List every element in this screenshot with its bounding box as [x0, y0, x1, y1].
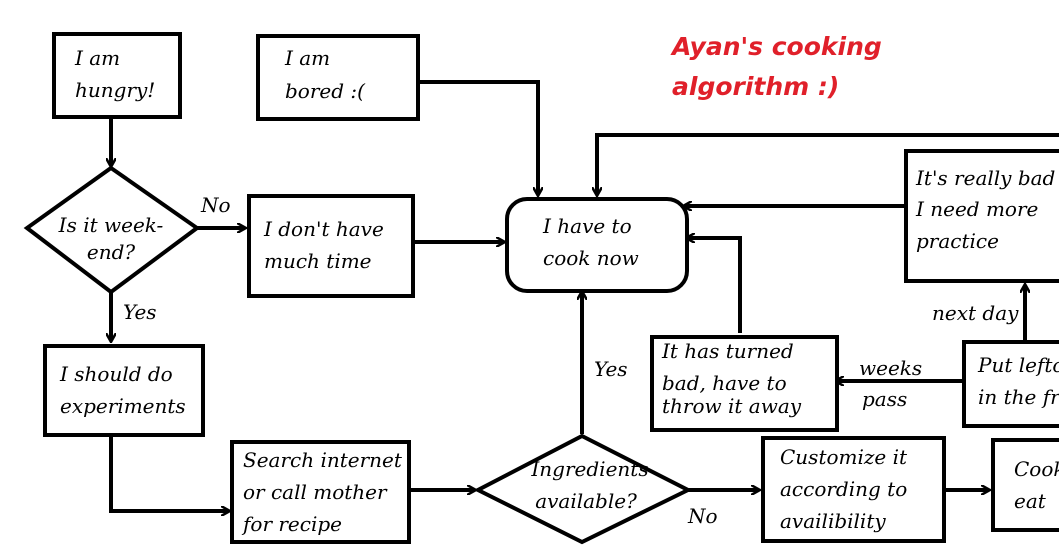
node-weekend: Is it week- end?: [23, 165, 201, 295]
node-really-bad: It's really bad I need more practice: [904, 149, 1059, 283]
node-experiments-line-1: I should do: [59, 362, 173, 386]
node-search-line-2: or call mother: [243, 480, 388, 504]
node-customize-line-2: according to: [780, 477, 907, 501]
label-no-ingredients: No: [687, 504, 718, 528]
edge-experiments-search: [109, 437, 228, 511]
label-yes-ingredients: Yes: [594, 357, 628, 381]
node-customize: Customize it according to availibility: [761, 436, 946, 543]
node-cook-now: I have to cook now: [505, 197, 689, 293]
node-ingredients-line-2: available?: [535, 489, 637, 513]
node-customize-line-3: availibility: [780, 509, 886, 533]
node-hungry-line-2: hungry!: [75, 78, 155, 102]
node-weekend-line-1: Is it week-: [58, 213, 164, 237]
node-turned-bad-line-3: throw it away: [662, 394, 802, 418]
node-hungry-line-1: I am: [74, 46, 120, 70]
node-bored-line-2: bored :(: [285, 79, 366, 103]
node-leftover: Put lefto in the fri: [962, 340, 1059, 428]
edge-labels: No Yes Yes No weeks pass next day: [123, 193, 1019, 528]
edge-loop-cook: [597, 133, 1059, 194]
label-next-day: next day: [932, 301, 1019, 325]
node-bored: I am bored :(: [256, 34, 420, 121]
node-leftover-line-1: Put lefto: [977, 353, 1059, 377]
edge-bored-cook: [418, 80, 538, 194]
label-pass: pass: [862, 387, 907, 411]
title-line-1: Ayan's cooking: [670, 32, 882, 61]
node-cook-now-line-2: cook now: [543, 246, 639, 270]
node-cook-eat-line-1: Cook: [1014, 457, 1059, 481]
connectors: [109, 80, 1059, 511]
node-cook-now-line-1: I have to: [542, 214, 632, 238]
node-search: Search internet or call mother for recip…: [230, 440, 411, 544]
node-really-bad-line-2: I need more: [915, 197, 1038, 221]
node-turned-bad-line-1: It has turned: [661, 339, 794, 363]
node-really-bad-line-3: practice: [916, 229, 999, 253]
node-leftover-line-2: in the fri: [978, 385, 1059, 409]
title-line-2: algorithm :): [672, 72, 839, 101]
node-cook-eat-line-2: eat: [1014, 489, 1047, 513]
node-search-line-3: for recipe: [241, 512, 342, 536]
node-no-time-line-2: much time: [264, 249, 372, 273]
node-turned-bad-line-2: bad, have to: [662, 371, 787, 395]
node-bored-line-1: I am: [284, 46, 330, 70]
node-hungry: I am hungry!: [52, 32, 182, 119]
node-weekend-line-2: end?: [87, 240, 136, 264]
label-weeks: weeks: [859, 356, 922, 380]
node-search-line-1: Search internet: [243, 448, 403, 472]
diagram-title: Ayan's cooking algorithm :): [670, 32, 882, 101]
node-turned-bad: It has turned bad, have to throw it away: [650, 335, 839, 432]
node-really-bad-line-1: It's really bad: [915, 166, 1055, 190]
edge-turned-bad-cook: [688, 238, 742, 333]
node-experiments: I should do experiments: [43, 344, 205, 437]
label-no-weekend: No: [200, 193, 231, 217]
node-ingredients: Ingredients available?: [473, 433, 693, 545]
node-ingredients-line-1: Ingredients: [530, 457, 648, 481]
node-cook-eat: Cook eat: [991, 438, 1059, 532]
node-no-time-line-1: I don't have: [263, 217, 384, 241]
node-customize-line-1: Customize it: [780, 445, 908, 469]
node-no-time: I don't have much time: [247, 194, 415, 298]
label-yes-weekend: Yes: [123, 300, 157, 324]
node-experiments-line-2: experiments: [60, 394, 186, 418]
